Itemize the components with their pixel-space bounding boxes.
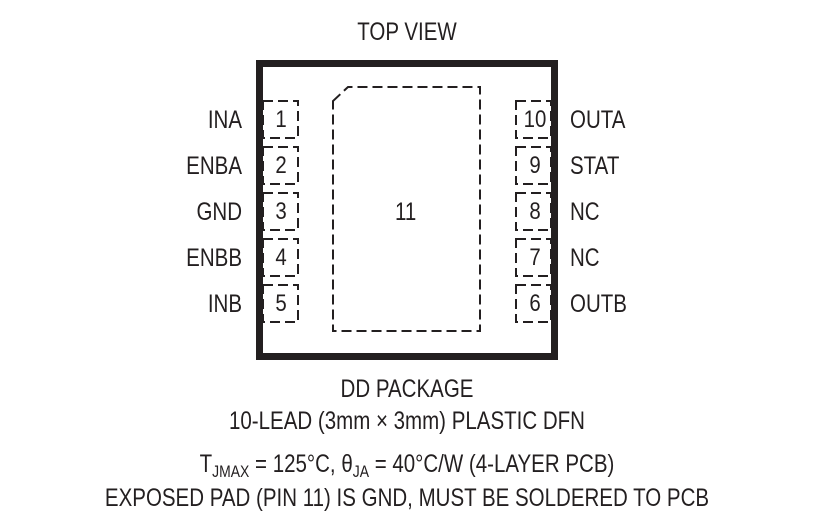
- pin-label-gnd: GND: [196, 198, 242, 226]
- pin-label-enba: ENBA: [186, 152, 242, 180]
- pin-label-stat: STAT: [570, 152, 620, 180]
- pad-4: [262, 238, 299, 277]
- pin-number: 6: [529, 290, 541, 317]
- pin-number: 3: [275, 198, 287, 225]
- package-description: 10-LEAD (3mm × 3mm) PLASTIC DFN: [229, 407, 585, 435]
- pin-number: 2: [275, 152, 287, 179]
- pad-8: [515, 192, 552, 231]
- theta-symbol: θ: [341, 450, 353, 478]
- package-name: DD PACKAGE: [340, 375, 474, 403]
- tj-subscript: JMAX: [212, 462, 250, 481]
- pad-5: [262, 284, 299, 323]
- package-outline: [256, 60, 558, 360]
- pad-1: [262, 100, 299, 139]
- exposed-pad-number: 11: [395, 198, 417, 226]
- pad-6: [515, 284, 552, 323]
- pin-label-nc: NC: [570, 198, 600, 226]
- tj-symbol: T: [199, 450, 213, 478]
- pin-number: 8: [529, 198, 541, 225]
- pin-number: 10: [523, 106, 547, 133]
- pin-number: 5: [275, 290, 287, 317]
- pin-label-inb: INB: [207, 290, 242, 318]
- pin-label-enbb: ENBB: [186, 244, 242, 272]
- exposed-pad-outline: [332, 86, 481, 332]
- pin-number: 7: [529, 244, 541, 271]
- theta-subscript: JA: [352, 462, 369, 481]
- pad-9: [515, 146, 552, 185]
- pin-label-nc: NC: [570, 244, 600, 272]
- pad-10: [515, 100, 552, 139]
- theta-value: = 40°C/W (4-LAYER PCB): [368, 450, 615, 478]
- thermal-spec: TJMAX = 125°C, θJA = 40°C/W (4-LAYER PCB…: [161, 450, 653, 481]
- pin-label-ina: INA: [207, 106, 242, 134]
- pin-number: 4: [275, 244, 287, 271]
- pin-label-outa: OUTA: [570, 106, 626, 134]
- tj-value: = 125°C,: [249, 450, 342, 478]
- exposed-pad-note: EXPOSED PAD (PIN 11) IS GND, MUST BE SOL…: [104, 484, 710, 512]
- pin-number: 9: [529, 152, 541, 179]
- pin-number: 1: [275, 106, 287, 133]
- diagram-title: TOP VIEW: [357, 18, 457, 46]
- pad-7: [515, 238, 552, 277]
- pad-3: [262, 192, 299, 231]
- pad-2: [262, 146, 299, 185]
- pin-label-outb: OUTB: [570, 290, 627, 318]
